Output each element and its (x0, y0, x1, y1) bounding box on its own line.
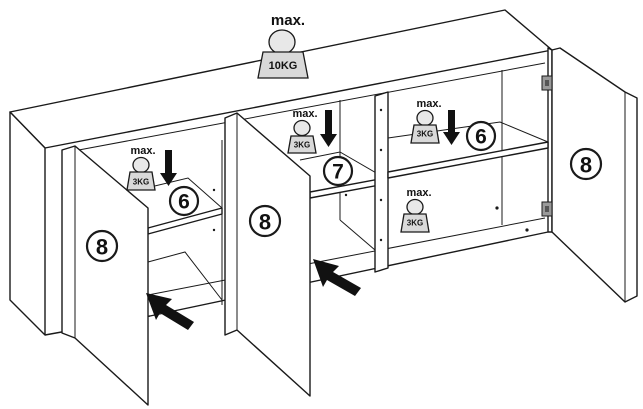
weight-label: 3KG (407, 219, 423, 228)
shelf-pin-hole (379, 108, 383, 112)
svg-text:7: 7 (332, 161, 344, 184)
shelf-pin-hole (212, 188, 216, 192)
part-callout-middle-shelf: 7 (322, 155, 354, 187)
down-arrow-icon (160, 150, 177, 186)
arrow-icon (313, 259, 361, 296)
bottom-back-edge (147, 217, 546, 296)
right-shelf-front (387, 141, 549, 179)
weight-label: 3KG (294, 141, 310, 150)
left-door (61, 145, 149, 406)
svg-text:8: 8 (96, 235, 108, 260)
weight-icon: max. 3KG (410, 98, 442, 144)
part-callout-right-shelf: 6 (465, 120, 497, 152)
shelf-pin-hole (495, 206, 499, 210)
weight-label: 3KG (417, 130, 433, 139)
left-side-panel (9, 111, 46, 336)
arrow-icon (146, 293, 194, 330)
weight-icon: max. 3KG (287, 108, 318, 154)
weight-icon: max. 3KG (126, 145, 156, 191)
max-label: max. (406, 187, 431, 199)
shelf-pin-hole (379, 198, 383, 202)
part-callout-left-door: 8 (85, 229, 119, 263)
max-label: max. (416, 98, 441, 110)
svg-text:8: 8 (259, 210, 271, 235)
cabinet-carcass (9, 9, 553, 336)
weight-icon: max. 3KG (400, 187, 432, 233)
shelf-pin-hole (379, 148, 383, 152)
hinge-icon (541, 75, 553, 91)
svg-text:8: 8 (580, 153, 592, 178)
shelf-pin-hole (525, 228, 529, 232)
left-compartment (137, 140, 223, 305)
middle-door (224, 112, 311, 397)
shelf-pin-hole (212, 228, 216, 232)
middle-compartment (299, 91, 389, 273)
svg-text:6: 6 (475, 126, 487, 149)
svg-text:6: 6 (178, 191, 190, 214)
weight-icon: max. 10KG (257, 12, 309, 79)
hinge-icon (541, 201, 553, 217)
max-label: max. (130, 145, 155, 157)
shelf-pin-hole (344, 193, 348, 197)
shelf-pin-hole (379, 238, 383, 242)
max-label: max. (292, 108, 317, 120)
middle-divider (374, 91, 389, 273)
down-arrow-icon (320, 110, 337, 147)
back-wall-top-edge (67, 62, 546, 153)
part-callout-middle-door: 8 (248, 204, 282, 238)
down-arrow-icon (443, 110, 460, 145)
weight-label: 10KG (269, 60, 298, 72)
max-label: max. (271, 12, 305, 29)
weight-label: 3KG (133, 178, 149, 187)
middle-floor-line (339, 219, 376, 251)
part-callout-left-shelf: 6 (168, 185, 200, 217)
part-callout-right-door: 8 (569, 147, 603, 181)
middle-shelf-top (299, 151, 386, 179)
left-floor-line (147, 251, 223, 301)
